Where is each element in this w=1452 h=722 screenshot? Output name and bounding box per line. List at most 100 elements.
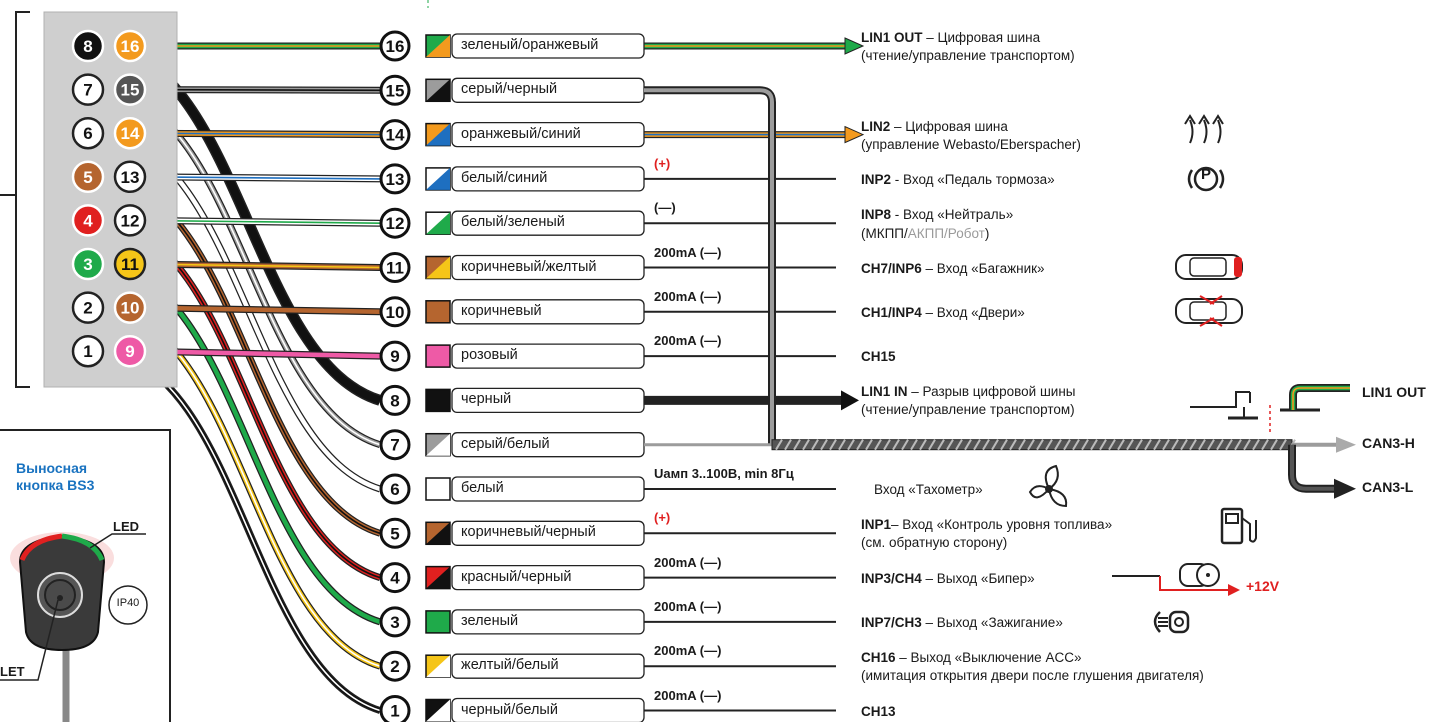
wire-description-part: – Выход «Выключение ACC» [895,650,1082,666]
connector-pin-13-num: 13 [121,168,140,187]
connector-pin-11-num: 11 [121,255,139,274]
wire-description-3: INP7/CH3 – Выход «Зажигание» [861,614,1063,631]
row-pin-13 [379,163,411,195]
ip40-label: IP40 [116,597,140,609]
connector-pin-7-num: 7 [83,81,92,100]
swatch-stripe-4 [426,566,450,589]
wire-description-13: INP2 - Вход «Педаль тормоза» [861,171,1055,188]
name-box-2 [451,653,645,679]
row-pin-3 [379,606,411,638]
harness-stripe-11 [139,263,381,269]
name-box-8 [451,387,645,414]
beeper-plus-arrow [1228,584,1240,596]
twist-mark [946,439,954,451]
parking-brake-arc-right [1218,169,1225,189]
row-pin-number-14: 14 [386,126,405,145]
swatch-stripe-12 [426,212,450,235]
wire-description-16: LIN1 OUT – Цифровая шина [861,29,1040,46]
name-box-1 [451,697,645,722]
connector-pin-8 [71,29,105,63]
connector-pin-5-num: 5 [83,168,92,187]
wire-color-name-13: белый/синий [461,169,548,186]
row-pin-number-2: 2 [390,657,399,676]
wire-description-part: INP7/CH3 [861,614,922,630]
twist-mark [1090,439,1098,451]
wire-note-12: (—) [654,200,676,216]
wire-description-part: – Вход «Багажник» [921,260,1045,276]
heat-arrowhead-icon [1184,114,1196,125]
arrow-14 [844,125,865,144]
row-pin-12 [379,207,411,239]
twist-mark [1162,439,1170,451]
wire-description-8: LIN1 IN – Разрыв цифровой шины [861,383,1076,400]
swatch-6 [425,477,451,501]
wire-color-name-11: коричневый/желтый [461,258,597,275]
button-cap-dot [57,595,63,601]
trunk-highlight [1234,257,1242,277]
twist-mark [1261,439,1269,451]
connector-body [43,11,178,388]
twist-mark [1027,439,1035,451]
row-pin-number-7: 7 [390,436,399,455]
connector-pin-1 [71,334,105,368]
harness-stripe-15 [139,88,381,92]
wire-color-name-9: розовый [461,347,518,364]
ignition-dot [1174,617,1184,627]
name-box-16 [451,33,645,59]
twist-mark [1099,439,1107,451]
harness-wire-10 [139,305,381,315]
twist-mark [1045,439,1053,451]
wire-note-13: (+) [654,155,671,171]
parking-brake-icon [1193,166,1219,192]
doors-highlight [1199,295,1223,327]
swatch-stripe-1 [426,699,450,722]
wire-note-11: 200mA (—) [654,244,722,260]
parking-letter: P [1200,166,1211,183]
twist-mark [1243,439,1251,451]
swatch-stripe-13 [426,167,450,190]
led-pointer [89,533,146,549]
name-box-5 [451,520,645,546]
wire-description-sub-8: (чтение/управление транспортом) [861,402,1075,418]
twist-mark [1180,439,1188,451]
twist-mark [775,439,783,451]
arrow-8 [841,390,859,411]
connector-pin-4-num: 4 [83,211,93,230]
wire-color-name-5: коричневый/черный [461,524,596,541]
row-pin-7 [379,429,411,461]
twist-mark [919,439,927,451]
row-pin-4 [379,562,411,594]
twist-mark [1279,439,1287,451]
twist-mark [1252,439,1260,451]
row-pin-6 [379,473,411,505]
connector-pin-10-num: 10 [121,299,140,318]
twist-mark [856,439,864,451]
connector-pin-9 [113,334,147,368]
connector-pin-6-num: 6 [83,124,92,143]
row-pin-number-9: 9 [390,347,399,366]
button-title-1: Выносная [16,460,88,476]
wire-description-4: INP3/CH4 – Выход «Бипер» [861,570,1035,587]
twist-mark [1072,439,1080,451]
wire-description-part: – Цифровая шина [890,118,1008,134]
twist-mark [1225,439,1233,451]
ip40-badge [108,585,148,625]
name-box-3 [451,609,645,635]
row-pin-number-8: 8 [390,391,399,410]
can3-h-arrow [1336,436,1356,453]
connector-pin-11 [113,247,147,281]
wire-color-name-1: черный/белый [461,701,558,718]
harness-stripe-13 [139,176,381,180]
wire-color-name-14: оранжевый/синий [461,125,581,142]
twist-mark [874,439,882,451]
name-box-4 [451,564,645,591]
can3-l-arrow [1334,478,1356,499]
twist-mark [1108,439,1116,451]
beeper-center [1206,573,1210,577]
wire-description-2: CH16 – Выход «Выключение ACC» [861,649,1081,666]
twist-mark [1135,439,1143,451]
wire-description-part: LIN1 OUT [861,30,923,45]
wire-description-part: CH7/INP6 [861,260,922,276]
